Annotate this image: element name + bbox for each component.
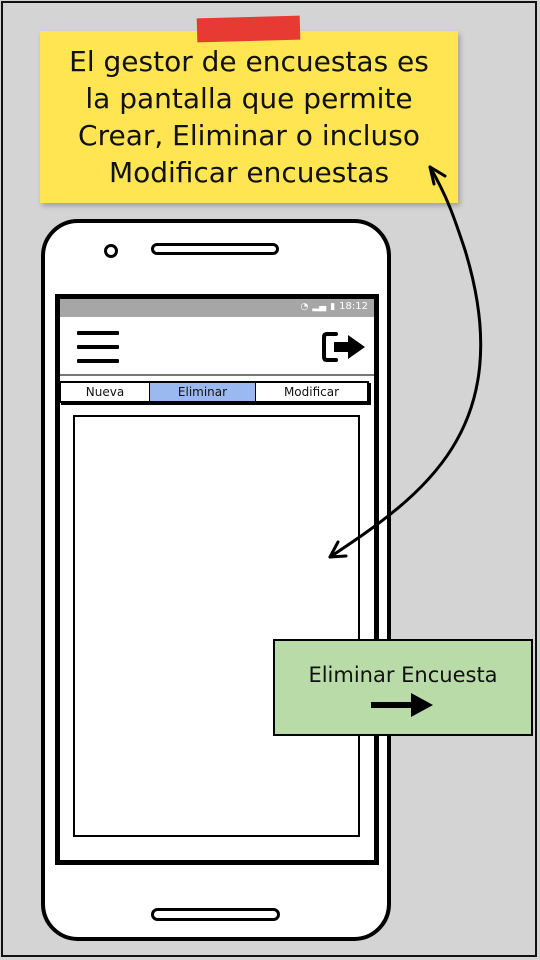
- tab-modificar[interactable]: Modificar: [283, 385, 340, 399]
- tape-strip: [196, 15, 301, 43]
- delete-survey-button[interactable]: Eliminar Encuesta: [273, 639, 533, 736]
- battery-icon: ▮: [330, 302, 336, 312]
- status-bar: ◔ ▂▄ ▮ 18:12: [60, 299, 374, 317]
- speaker-grille: [151, 243, 279, 255]
- camera-icon: [104, 244, 118, 258]
- home-button[interactable]: [151, 908, 280, 921]
- status-icons: ◔ ▂▄ ▮ 18:12: [301, 301, 368, 313]
- signal-icon: ▂▄: [312, 302, 327, 312]
- tab-nueva[interactable]: Nueva: [61, 383, 150, 401]
- hamburger-menu-icon[interactable]: [77, 331, 119, 363]
- app-bar-divider: [60, 374, 374, 376]
- app-bar: [60, 317, 374, 375]
- note-text: El gestor de encuestas es la pantalla qu…: [69, 45, 429, 189]
- menu-line-icon: [77, 331, 119, 335]
- delete-survey-label: Eliminar Encuesta: [308, 663, 498, 687]
- tab-bar: Nueva Eliminar Modificar: [59, 381, 369, 403]
- survey-list-panel[interactable]: [73, 415, 360, 837]
- menu-line-icon: [77, 345, 119, 349]
- menu-line-icon: [77, 359, 119, 363]
- tab-eliminar[interactable]: Eliminar: [150, 383, 256, 401]
- wifi-icon: ◔: [300, 302, 309, 312]
- sticky-note: El gestor de encuestas es la pantalla qu…: [40, 31, 458, 203]
- arrow-right-icon: [371, 693, 433, 717]
- status-time: 18:12: [339, 301, 368, 312]
- logout-icon[interactable]: [322, 330, 368, 364]
